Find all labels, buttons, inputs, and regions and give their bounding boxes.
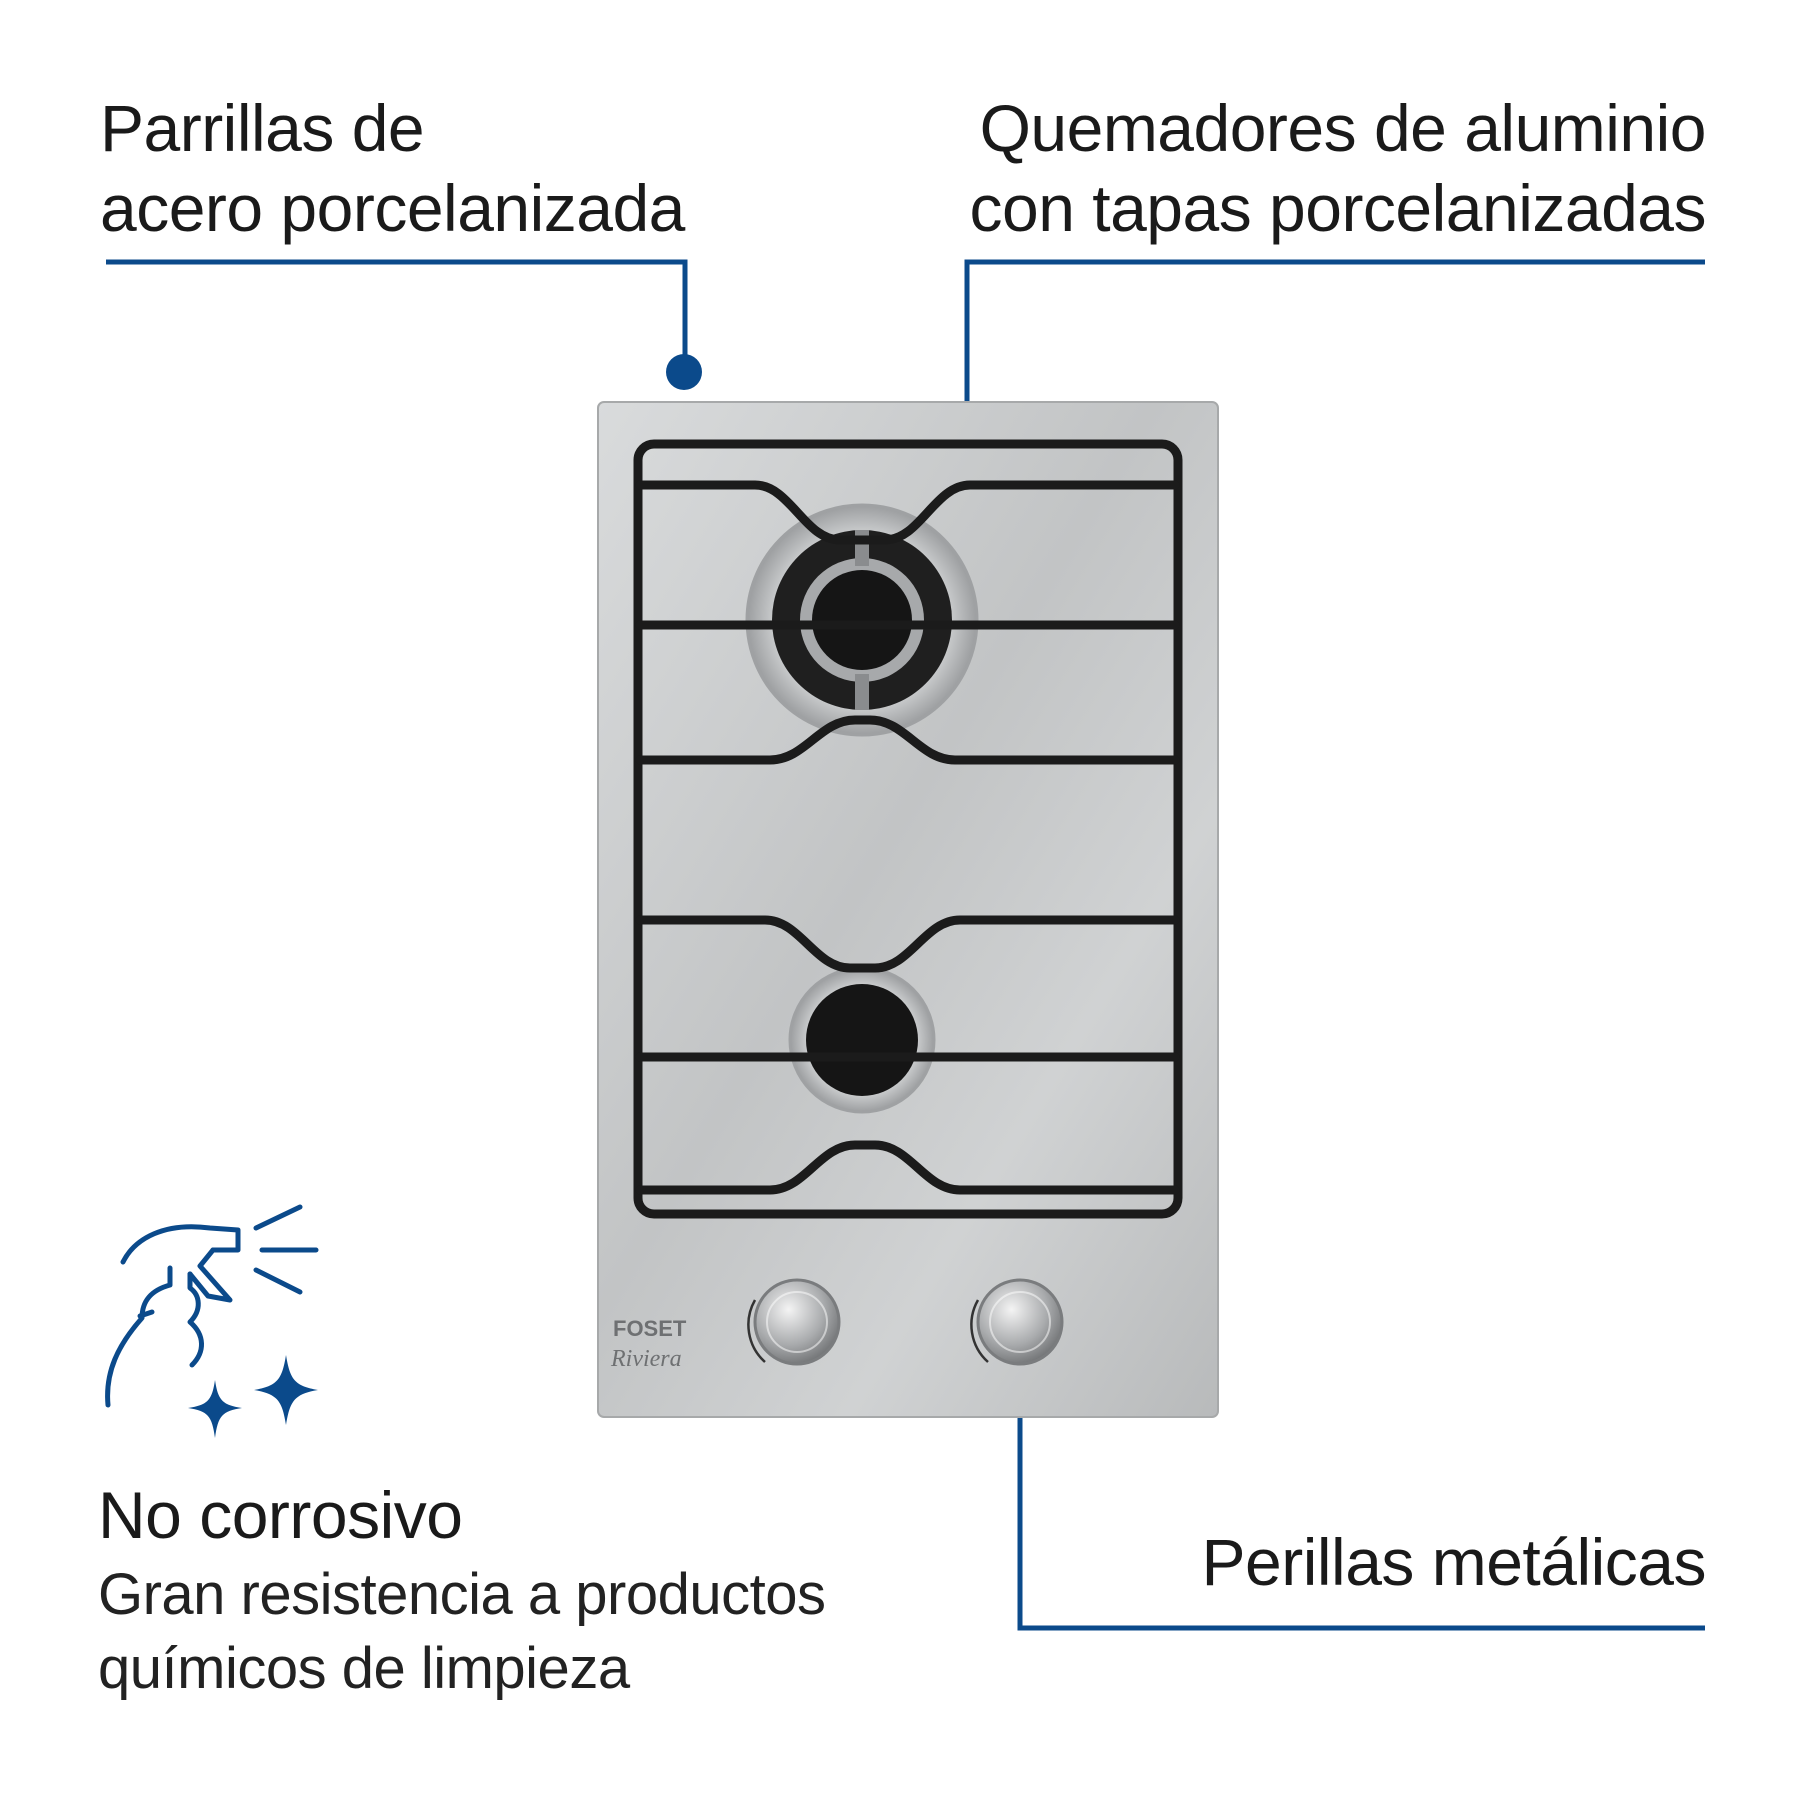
callout-knobs-line1: Perillas metálicas [1201, 1525, 1707, 1599]
callout-burners-line1: Quemadores de aluminio [979, 91, 1707, 165]
grate-frame [633, 439, 1183, 1219]
callout-grates: Parrillas de acero porcelanizada [100, 88, 685, 248]
callout-burners: Quemadores de aluminio con tapas porcela… [970, 88, 1707, 248]
callout-knobs: Perillas metálicas [1202, 1522, 1707, 1602]
feature-description: Gran resistencia a productos químicos de… [98, 1558, 826, 1706]
feature-description-line1: Gran resistencia a productos [98, 1562, 826, 1627]
knob-left[interactable] [747, 1278, 841, 1366]
callout-grates-line1: Parrillas de [100, 91, 425, 165]
burner-large [745, 503, 979, 737]
callout-burners-line2: con tapas porcelanizadas [969, 171, 1707, 245]
brand-model: Riviera [610, 1346, 682, 1372]
feature-title: No corrosivo [98, 1478, 463, 1552]
feature-description-line2: químicos de limpieza [98, 1636, 630, 1701]
knobs-connector [1017, 1372, 1705, 1631]
sparkle-small-icon [188, 1380, 242, 1438]
brand-name: FOSET [613, 1316, 687, 1341]
burner-small [788, 966, 936, 1114]
sparkle-large-icon [254, 1355, 318, 1425]
knob-right[interactable] [970, 1278, 1064, 1366]
grates-connector-dot [666, 354, 702, 390]
callout-grates-line2: acero porcelanizada [100, 171, 685, 245]
spray-bottle-sparkle-icon [105, 1204, 319, 1408]
grates-connector [106, 259, 688, 372]
